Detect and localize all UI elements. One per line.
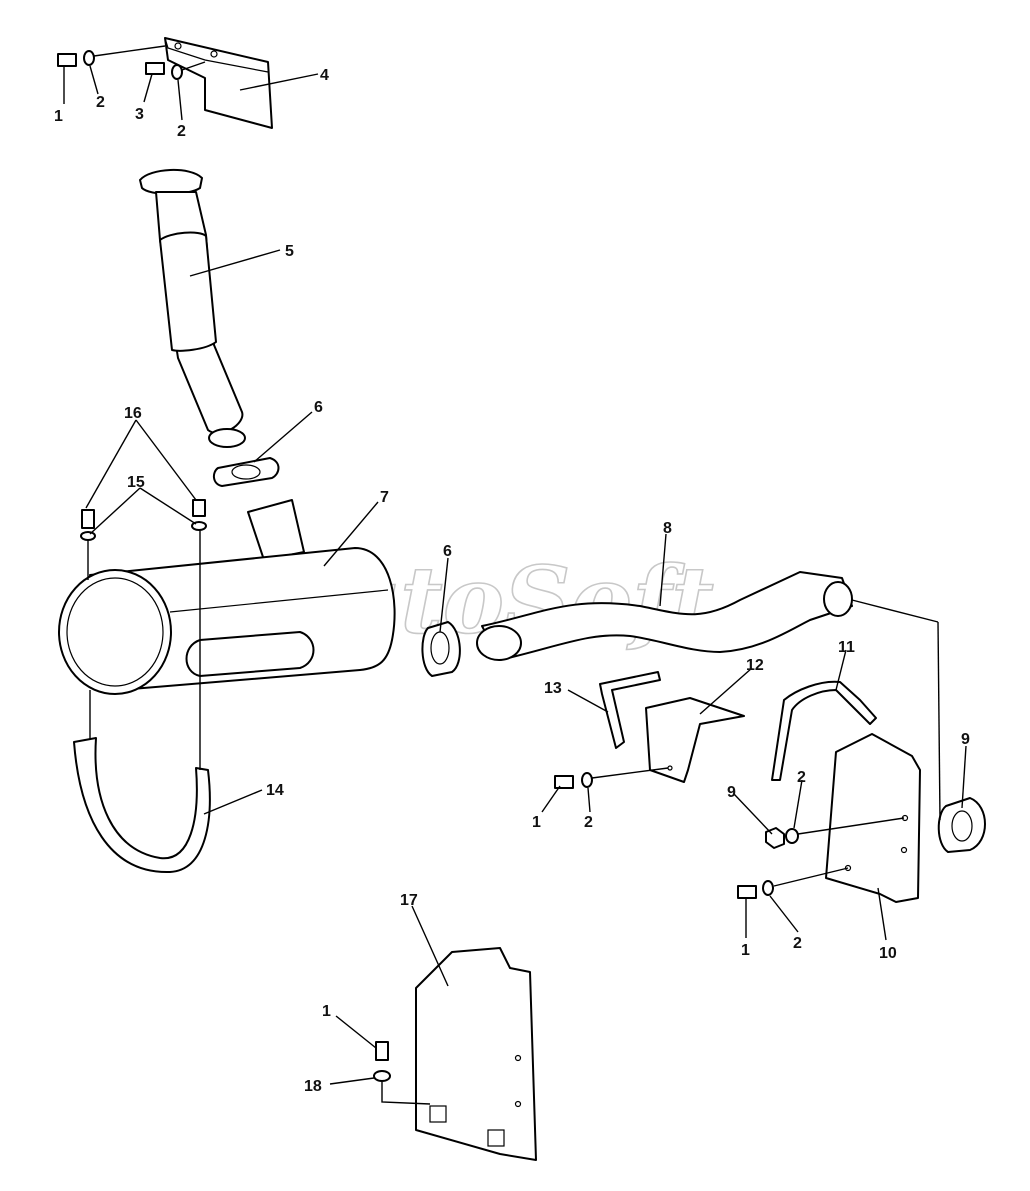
label-1b: 1 (532, 814, 541, 831)
label-15: 15 (127, 474, 145, 491)
label-6b: 6 (443, 543, 452, 560)
label-18: 18 (304, 1078, 322, 1095)
label-9a: 9 (961, 731, 970, 748)
fasteners-15-16 (80, 499, 207, 580)
label-10: 10 (879, 945, 897, 962)
fastener-1-18-lower (373, 1041, 431, 1105)
fastener-1-2-right (737, 867, 849, 899)
label-1c: 1 (741, 942, 750, 959)
part-7-muffler (58, 499, 396, 695)
label-4: 4 (320, 67, 329, 84)
part-6-clamp (421, 621, 461, 677)
label-2c: 2 (797, 769, 806, 786)
part-11-rod (771, 680, 877, 781)
part-14-strap (73, 528, 211, 874)
fastener-1-2-mid (554, 767, 669, 789)
label-7: 7 (380, 489, 389, 506)
label-12: 12 (746, 657, 764, 674)
part-4-bracket (164, 37, 273, 129)
part-9-clamp (851, 599, 986, 853)
label-2d: 2 (584, 814, 593, 831)
label-1d: 1 (322, 1003, 331, 1020)
label-5: 5 (285, 243, 294, 260)
part-10-shield (825, 733, 921, 903)
label-6a: 6 (314, 399, 323, 416)
callout-labels: 1 2 3 2 4 5 6 16 15 7 6 8 13 12 11 9 9 2… (54, 67, 970, 1095)
label-2b: 2 (177, 123, 186, 140)
leader-lines (63, 65, 967, 1085)
part-13-rod (599, 671, 661, 749)
label-13: 13 (544, 680, 562, 697)
part-6-flange-upper (212, 457, 280, 487)
label-8: 8 (663, 520, 672, 537)
part-8-tailpipe (476, 571, 853, 661)
top-fasteners (57, 45, 206, 80)
label-2a: 2 (96, 94, 105, 111)
label-2e: 2 (793, 935, 802, 952)
label-3: 3 (135, 106, 144, 123)
part-17-shield (415, 947, 537, 1161)
label-1a: 1 (54, 108, 63, 125)
label-17: 17 (400, 892, 418, 909)
label-11: 11 (838, 639, 855, 656)
part-5-pipe (139, 168, 246, 448)
label-9b: 9 (727, 784, 736, 801)
label-14: 14 (266, 782, 284, 799)
label-16: 16 (124, 405, 142, 422)
